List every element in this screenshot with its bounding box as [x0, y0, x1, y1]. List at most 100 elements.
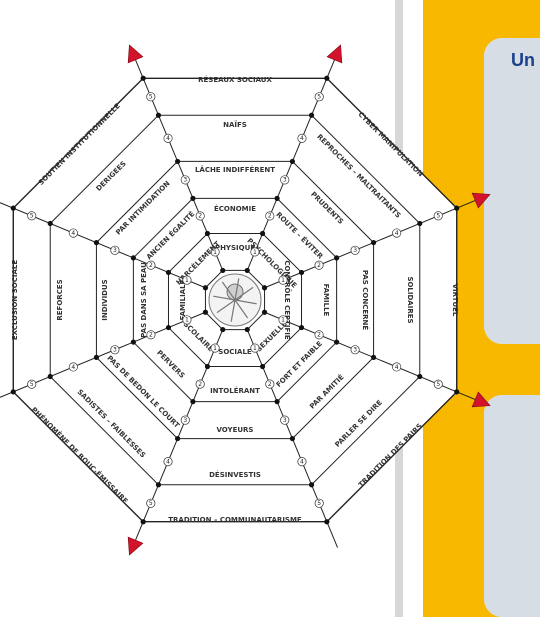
web-node: [289, 435, 296, 442]
ring-number: 2: [149, 332, 153, 339]
web-label: LÂCHE INDIFFÉRENT: [195, 165, 275, 174]
ring-number: 5: [317, 500, 321, 507]
ring-number-badge: [297, 133, 307, 143]
ring-number-badge: [278, 275, 288, 285]
ring-number: 5: [149, 500, 153, 507]
ring-number: 2: [268, 213, 272, 220]
web-node: [174, 158, 181, 165]
spider-leg: [234, 299, 249, 319]
web-label: ÉCONOMIE: [214, 204, 256, 213]
ring-number: 5: [436, 381, 440, 388]
web-label: PHYSIQUE: [215, 244, 255, 252]
ring-number-badge: [68, 228, 78, 238]
ring-number: 2: [317, 262, 321, 269]
spider-leg: [234, 278, 240, 301]
ring-number: 5: [30, 213, 34, 220]
ring-number-badge: [265, 211, 275, 221]
ring-number-badge: [210, 247, 220, 257]
ring-number-badge: [110, 245, 120, 255]
web-node: [259, 363, 266, 370]
web-node: [165, 324, 172, 331]
ring-number-badge: [314, 260, 324, 270]
ring-number-badge: [314, 330, 324, 340]
ring-number: 3: [113, 247, 117, 254]
red-arrow-icon: [127, 44, 144, 64]
web-node: [261, 309, 268, 315]
ring-number-badge: [182, 315, 192, 325]
photo-card-bottom: [484, 395, 540, 617]
web-nodes: [10, 75, 460, 525]
web-node: [261, 285, 268, 291]
ring-number: 1: [213, 345, 217, 352]
web-node: [165, 269, 172, 276]
web-label: DÉSINVESTIS: [209, 470, 261, 479]
ring-number-badge: [146, 260, 156, 270]
ring-number-badge: [180, 415, 190, 425]
ring-number-badge: [210, 343, 220, 353]
web-node: [130, 339, 136, 345]
ring-number: 3: [353, 347, 357, 354]
web-label: PAS CONCERNÉ: [361, 270, 370, 330]
ring-number-badge: [297, 457, 307, 467]
ring-number-badge: [265, 379, 275, 389]
ring-number: 1: [213, 249, 217, 256]
ring-number: 4: [300, 458, 304, 465]
ring-number-badge: [146, 330, 156, 340]
ring-number: 5: [30, 381, 34, 388]
arrow-head: [471, 192, 491, 209]
ring-number-badge: [433, 379, 443, 389]
web-node: [324, 519, 330, 525]
ring-number: 4: [166, 458, 170, 465]
ring-number: 5: [317, 94, 321, 101]
web-label: CONTRÔLE CERTIFIÉ: [283, 260, 292, 340]
web-node: [140, 75, 146, 81]
web-node: [190, 399, 196, 405]
ring-number: 2: [317, 332, 321, 339]
web-arrows: [127, 44, 491, 556]
web-node: [202, 309, 209, 315]
ring-number: 1: [185, 277, 189, 284]
spider-leg: [234, 286, 254, 301]
web-label: REFORCES: [56, 279, 64, 320]
ring-number: 3: [183, 417, 187, 424]
spider-leg: [216, 299, 236, 314]
ring-number-badge: [250, 247, 260, 257]
ring-number: 3: [353, 247, 357, 254]
web-node: [370, 239, 377, 246]
ring-number-badge: [68, 362, 78, 372]
ring-number: 1: [281, 317, 285, 324]
web-node: [220, 326, 226, 333]
photo-image: [484, 38, 540, 344]
ring-number: 3: [113, 347, 117, 354]
ring-number-badge: [146, 498, 156, 508]
ring-number-badge: [278, 315, 288, 325]
arrow-head: [471, 391, 491, 408]
web-node: [454, 389, 460, 395]
web-label: SOLIDAIRES: [406, 276, 414, 323]
ring-number-badge: [314, 92, 324, 102]
web-label: FAMILLE: [322, 284, 330, 317]
web-label: NAÏFS: [223, 120, 247, 129]
ring-number-badge: [163, 457, 173, 467]
ring-number-badge: [146, 92, 156, 102]
web-node: [417, 220, 423, 227]
web-label: INTOLÉRANT: [210, 386, 260, 395]
ring-number-badge: [180, 175, 190, 185]
web-label: EXCLUSION SOCIALE: [11, 260, 19, 340]
ring-number: 4: [166, 135, 170, 142]
web-node: [298, 269, 305, 276]
web-node: [10, 205, 16, 211]
spider-leg: [221, 281, 236, 301]
ring-number-badge: [433, 211, 443, 221]
web-label: FAMILIALE: [179, 279, 187, 320]
red-arrow-icon: [127, 536, 144, 556]
web-node: [174, 435, 181, 442]
web-node: [334, 339, 340, 345]
arrow-head: [127, 536, 144, 556]
spider-icon: [208, 273, 262, 327]
web-node: [259, 230, 266, 237]
ring-number: 1: [281, 277, 285, 284]
ring-number: 2: [268, 381, 272, 388]
ring-number-badge: [163, 133, 173, 143]
ring-number-badge: [280, 415, 290, 425]
